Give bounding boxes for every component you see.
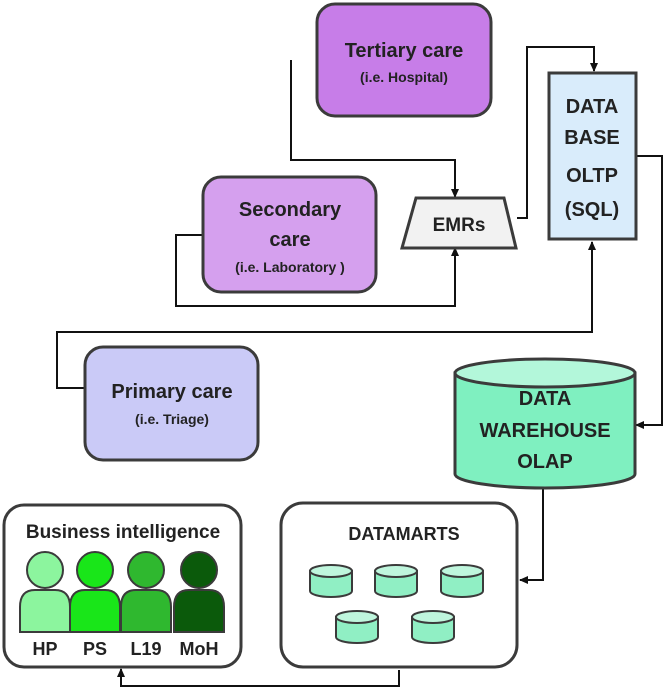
tertiary-care-box: [315, 2, 493, 118]
business-intelligence-title: Business intelligence: [26, 522, 220, 543]
primary-care-node: Primary care (i.e. Triage): [83, 345, 260, 462]
datamarts-node: DATAMARTS: [279, 501, 519, 669]
connector-secondary-to-emrs: [175, 234, 459, 307]
person-icon: HP: [19, 551, 71, 659]
database-line4: (SQL): [565, 199, 619, 221]
primary-care-subtitle: (i.e. Triage): [135, 411, 209, 427]
data-warehouse-line1: DATA: [519, 388, 572, 410]
database-line2: BASE: [564, 127, 620, 149]
database-line1: DATA: [566, 96, 619, 118]
connector-emrs-to-database: [517, 46, 598, 219]
person-icon: MoH: [173, 551, 225, 659]
data-warehouse-top: [453, 357, 637, 389]
tertiary-care-title: Tertiary care: [345, 40, 464, 62]
connector-warehouse-to-datamarts: [519, 488, 544, 584]
database-node: DATA BASE OLTP (SQL): [547, 71, 638, 241]
person-icon: PS: [69, 551, 121, 659]
connectors: [56, 46, 663, 687]
connector-database-to-warehouse: [635, 155, 663, 429]
database-box: [547, 71, 638, 241]
connector-tertiary-to-emrs: [290, 60, 459, 198]
datamart-cylinder: [440, 564, 484, 598]
datamart-cylinder: [374, 564, 418, 598]
person-label: HP: [32, 639, 57, 659]
primary-care-title: Primary care: [111, 381, 232, 403]
data-warehouse-node: DATA WAREHOUSE OLAP: [453, 357, 637, 490]
secondary-care-node: Secondary care (i.e. Laboratory ): [201, 175, 378, 294]
person-label: MoH: [180, 639, 219, 659]
connector-primary-to-database: [56, 241, 596, 389]
secondary-care-title-line1: Secondary: [239, 199, 342, 221]
data-warehouse-line2: WAREHOUSE: [479, 420, 610, 442]
person-label: PS: [83, 639, 107, 659]
emrs-label: EMRs: [433, 215, 486, 236]
datamarts-title: DATAMARTS: [348, 524, 459, 544]
person-label: L19: [130, 639, 161, 659]
database-line3: OLTP: [566, 165, 618, 187]
data-warehouse-line3: OLAP: [517, 451, 573, 473]
datamart-cylinder: [309, 564, 353, 598]
primary-care-box: [83, 345, 260, 462]
secondary-care-box: [201, 175, 378, 294]
datamart-cylinder: [335, 610, 379, 644]
connector-datamarts-to-bi: [117, 668, 400, 687]
emrs-shape: [400, 196, 518, 250]
secondary-care-subtitle: (i.e. Laboratory ): [235, 259, 345, 275]
datamart-cylinder: [411, 610, 455, 644]
tertiary-care-subtitle: (i.e. Hospital): [360, 69, 448, 85]
emrs-node: EMRs: [400, 196, 518, 250]
person-icon: L19: [120, 551, 172, 659]
tertiary-care-node: Tertiary care (i.e. Hospital): [315, 2, 493, 118]
data-warehouse-body: [453, 371, 637, 490]
secondary-care-title-line2: care: [269, 229, 310, 251]
business-intelligence-node: Business intelligence HP PS L19 MoH: [2, 503, 243, 669]
